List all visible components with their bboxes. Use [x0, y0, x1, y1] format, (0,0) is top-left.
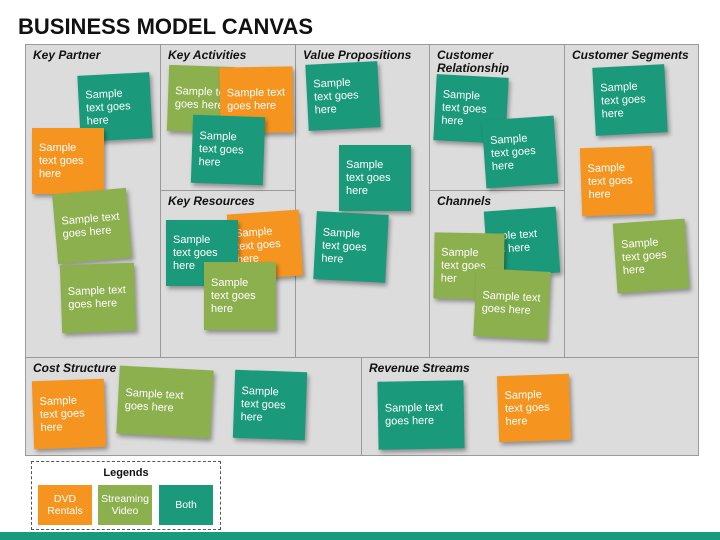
- sticky-note[interactable]: Sample text goes here: [339, 145, 411, 211]
- block-revenue-streams: Revenue Streams: [361, 357, 699, 456]
- block-label: Key Resources: [168, 194, 255, 208]
- sticky-note[interactable]: Sample text goes here: [59, 262, 137, 334]
- sticky-note[interactable]: Sample text goes here: [313, 211, 389, 283]
- legend-title: Legends: [103, 467, 149, 479]
- block-label: Cost Structure: [33, 361, 117, 375]
- sticky-note[interactable]: Sample text goes here: [52, 187, 132, 265]
- accent-bar: [0, 532, 720, 540]
- sticky-note[interactable]: Sample text goes here: [204, 262, 276, 330]
- sticky-note[interactable]: Sample text goes here: [496, 373, 572, 443]
- legend: Legends DVD Rentals Streaming Video Both: [31, 461, 221, 530]
- legend-item-both: Both: [159, 485, 213, 525]
- sticky-note[interactable]: Sample text goes here: [592, 64, 668, 136]
- sticky-note[interactable]: Sample text goes here: [166, 220, 238, 286]
- block-label: Revenue Streams: [369, 361, 470, 375]
- sticky-note[interactable]: Sample text goes here: [612, 218, 690, 294]
- sticky-note[interactable]: Sample text goes here: [116, 365, 214, 439]
- sticky-note[interactable]: Sample text goes here: [190, 114, 266, 186]
- page-title: BUSINESS MODEL CANVAS: [18, 14, 314, 39]
- sticky-note[interactable]: Sample text goes here: [481, 115, 559, 189]
- block-label: Customer Segments: [572, 48, 689, 62]
- sticky-note[interactable]: Sample text goes here: [32, 128, 104, 194]
- sticky-note[interactable]: Sample text goes here: [31, 378, 107, 450]
- sticky-note[interactable]: Sample text goes here: [305, 61, 381, 131]
- block-label: Channels: [437, 194, 492, 208]
- legend-item-streaming-video: Streaming Video: [98, 485, 152, 525]
- sticky-note[interactable]: Sample text goes here: [232, 369, 308, 441]
- legend-item-dvd-rentals: DVD Rentals: [38, 485, 92, 525]
- sticky-note[interactable]: Sample text goes here: [377, 380, 465, 450]
- block-label: Value Propositions: [303, 48, 412, 62]
- sticky-note[interactable]: Sample text goes here: [473, 268, 551, 340]
- sticky-note[interactable]: Sample text goes here: [579, 145, 655, 217]
- block-label: Key Activities: [168, 48, 247, 62]
- block-label: Customer Relationship: [437, 48, 510, 75]
- block-label: Key Partner: [33, 48, 101, 62]
